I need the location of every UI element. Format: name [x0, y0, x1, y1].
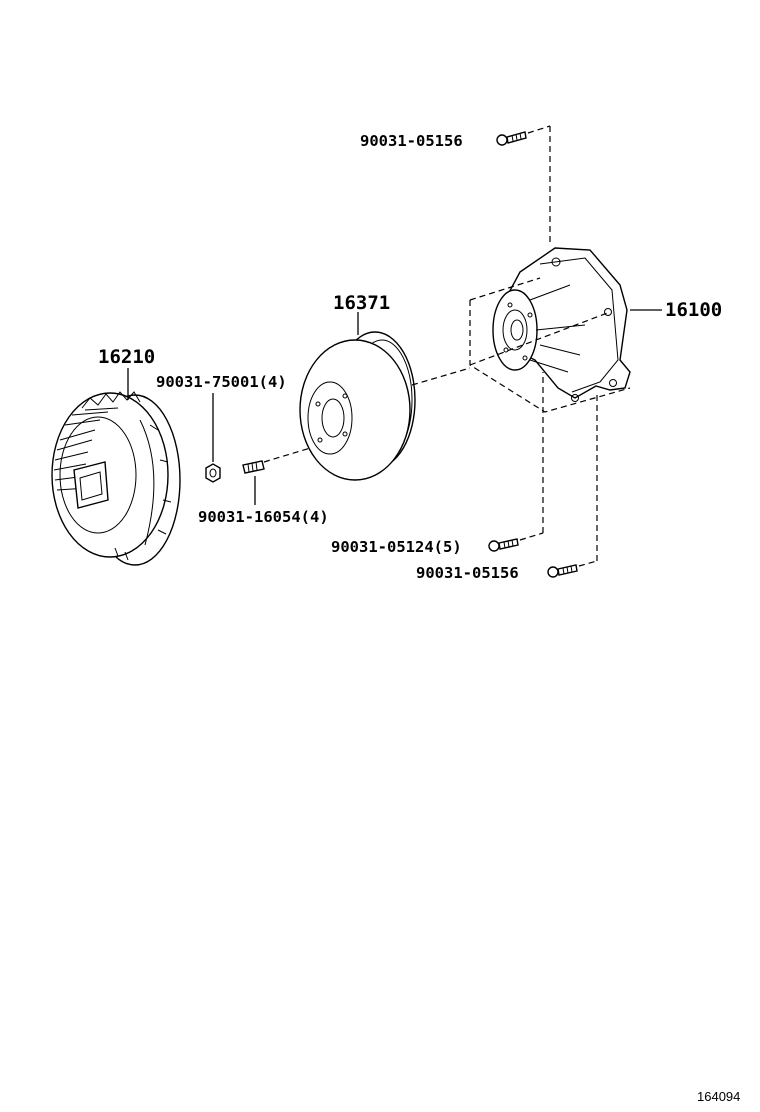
- bolt-bottom-part: [547, 392, 598, 578]
- water-pump-label: 16100: [665, 299, 722, 321]
- bolt-top-label: 90031-05156: [360, 132, 463, 150]
- bolt-mid-part: [488, 372, 544, 552]
- figure-id: 164094: [697, 1089, 740, 1104]
- bolt-top-part: [496, 125, 551, 245]
- pulley-part: [299, 312, 471, 481]
- pulley-label: 16371: [333, 292, 390, 314]
- nut-part: [205, 393, 221, 483]
- bolt-mid-label: 90031-05124(5): [331, 538, 462, 556]
- stud-label: 90031-16054(4): [198, 508, 329, 526]
- water-pump-part: [469, 247, 662, 413]
- nut-label: 90031-75001(4): [156, 373, 287, 391]
- stud-part: [242, 441, 331, 505]
- fan-clutch-part: [51, 368, 181, 566]
- fan-clutch-label: 16210: [98, 346, 155, 368]
- bolt-bottom-label: 90031-05156: [416, 564, 519, 582]
